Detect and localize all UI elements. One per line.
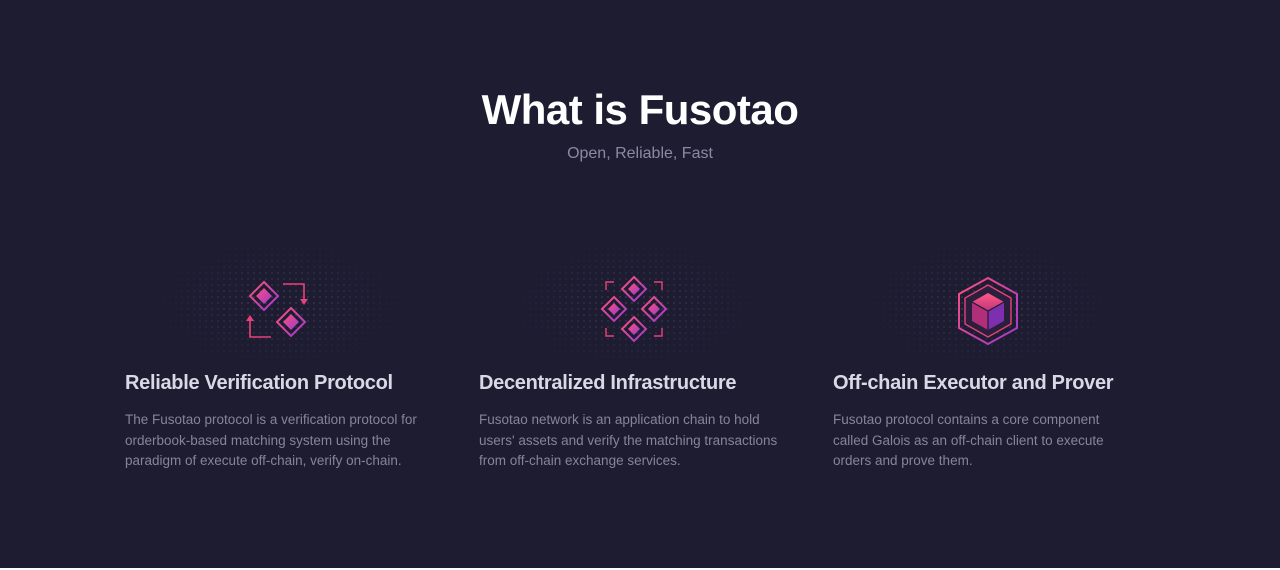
feature-description: The Fusotao protocol is a verification p…	[125, 412, 417, 468]
feature-card-infrastructure: Decentralized Infrastructure Fusotao net…	[479, 240, 789, 472]
feature-card-verification: Reliable Verification Protocol The Fusot…	[125, 240, 435, 472]
feature-card-executor: Off-chain Executor and Prover Fusotao pr…	[833, 240, 1143, 472]
page-bottom-edge	[0, 568, 1280, 570]
feature-description: Fusotao network is an application chain …	[479, 412, 778, 468]
section-title: What is Fusotao	[481, 86, 799, 133]
feature-title: Off-chain Executor and Prover	[833, 372, 1114, 394]
hexagon-cube-icon	[958, 276, 1018, 346]
diamond-cluster-icon	[600, 275, 668, 343]
feature-title: Reliable Verification Protocol	[125, 372, 393, 394]
dot-pattern-background	[155, 240, 405, 370]
feature-title: Decentralized Infrastructure	[479, 372, 737, 394]
feature-icon-area	[125, 240, 435, 370]
feature-description: Fusotao protocol contains a core compone…	[833, 412, 1104, 468]
swap-diamonds-icon	[246, 280, 308, 338]
feature-icon-area	[479, 240, 789, 370]
dot-pattern-background	[509, 240, 759, 370]
feature-icon-area	[833, 240, 1143, 370]
section-subtitle: Open, Reliable, Fast	[567, 145, 713, 162]
